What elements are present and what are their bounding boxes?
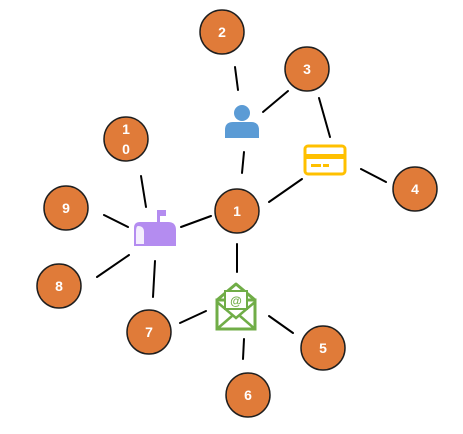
node-label: 1 — [122, 121, 130, 137]
node-circle — [225, 372, 271, 418]
node-4: 4 — [392, 166, 438, 212]
node-7: 7 — [126, 309, 172, 355]
node-3: 3 — [284, 46, 330, 92]
node-8: 8 — [36, 263, 82, 309]
node-label: 3 — [303, 61, 311, 77]
node-label: 2 — [218, 24, 226, 40]
node-label: 1 — [233, 203, 241, 219]
svg-text:@: @ — [230, 294, 242, 308]
node-circle — [214, 188, 260, 234]
node-2: 2 — [199, 9, 245, 55]
node-circle — [43, 185, 89, 231]
connector-envelope-7 — [179, 310, 207, 324]
node-10: 10 — [103, 116, 149, 162]
connector-mailbox-10 — [140, 175, 147, 208]
connector-3-card — [318, 97, 331, 138]
connector-envelope-5 — [268, 315, 294, 334]
connector-1-mailbox — [180, 215, 212, 228]
credit-card-icon — [303, 144, 347, 176]
connector-user-1 — [241, 151, 245, 174]
node-circle — [199, 9, 245, 55]
node-circle — [103, 116, 149, 162]
user-icon — [225, 105, 259, 138]
node-circle — [284, 46, 330, 92]
connector-lines — [96, 66, 387, 360]
node-1: 1 — [214, 188, 260, 234]
connector-2-user — [234, 66, 239, 91]
connector-mailbox-7 — [152, 260, 156, 298]
email-envelope-icon: @ — [215, 282, 257, 331]
connector-user-3 — [262, 90, 289, 113]
node-circle — [300, 325, 346, 371]
node-circle — [126, 309, 172, 355]
icon-nodes: @ — [134, 105, 347, 331]
node-circle — [392, 166, 438, 212]
node-5: 5 — [300, 325, 346, 371]
node-label: 9 — [62, 200, 70, 216]
node-label: 4 — [411, 181, 419, 197]
mailbox-icon — [134, 210, 176, 252]
node-label: 7 — [145, 324, 153, 340]
connector-mailbox-9 — [103, 214, 129, 228]
node-label: 6 — [244, 387, 252, 403]
connector-1-card — [268, 178, 303, 203]
node-label: 5 — [319, 340, 327, 356]
node-label: 0 — [122, 141, 130, 157]
node-circle — [36, 263, 82, 309]
node-label: 8 — [55, 278, 63, 294]
connector-mailbox-8 — [96, 254, 130, 278]
node-9: 9 — [43, 185, 89, 231]
connector-card-4 — [360, 168, 387, 183]
connector-envelope-6 — [242, 338, 245, 360]
node-6: 6 — [225, 372, 271, 418]
